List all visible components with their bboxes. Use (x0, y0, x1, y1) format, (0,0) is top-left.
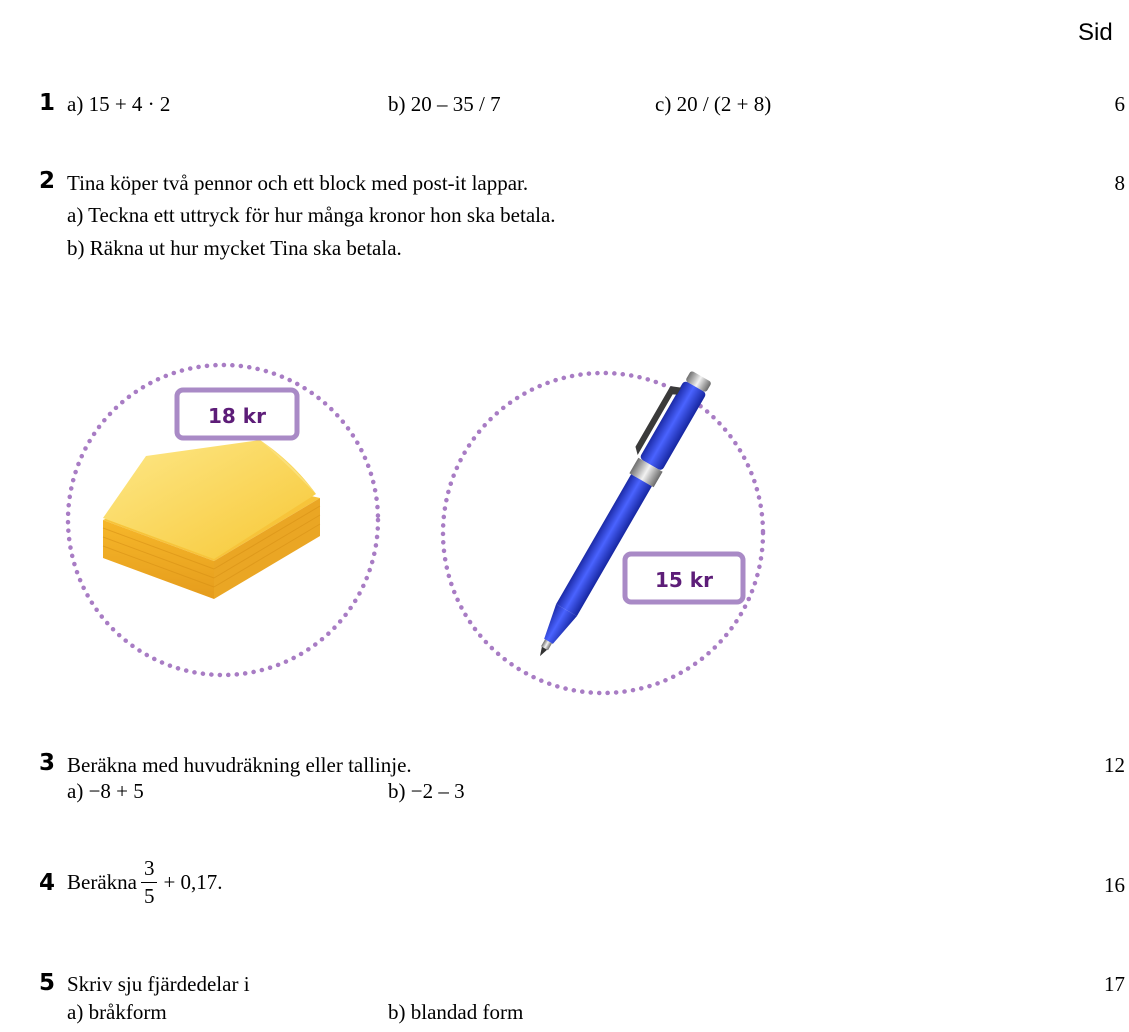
task-5-part-a: a) bråkform (67, 1000, 167, 1024)
task-number: 5 (39, 970, 56, 996)
task-4-expression: Beräkna 3 5 + 0,17. (67, 852, 223, 912)
dotted-circle-right (440, 370, 766, 696)
task-1-part-a: a) 15 + 4 · 2 (67, 92, 171, 116)
task-3-text: Beräkna med huvudräkning eller tallinje. (67, 753, 412, 777)
price-text-pen: 15 kr (655, 568, 713, 592)
task-3-part-a: a) −8 + 5 (67, 779, 144, 803)
sticky-note-block-icon (102, 440, 321, 599)
task-number: 2 (39, 168, 56, 194)
task-3-part-b: b) −2 – 3 (388, 779, 465, 803)
task-number: 3 (39, 750, 56, 776)
price-text-block: 18 kr (208, 404, 266, 428)
task-1-part-c: c) 20 / (2 + 8) (655, 92, 772, 116)
task-page-ref: 8 (1114, 171, 1126, 195)
task-5-part-b: b) blandad form (388, 1000, 524, 1024)
task-4-text-after: + 0,17. (163, 869, 223, 894)
task-number: 4 (39, 870, 56, 896)
task-page-ref: 17 (1104, 972, 1125, 996)
task-page-ref: 12 (1104, 753, 1125, 777)
task-page-ref: 6 (1114, 92, 1126, 116)
page-label-sid: Sid (1078, 19, 1113, 46)
fraction-denominator: 5 (143, 883, 155, 908)
dotted-circle-left (65, 362, 381, 678)
task-page-ref: 16 (1104, 873, 1125, 897)
task-4-text-before: Beräkna (67, 869, 137, 894)
price-label-block (174, 387, 300, 441)
task-2-text: Tina köper två pennor och ett block med … (67, 171, 529, 195)
task-2-part-b: b) Räkna ut hur mycket Tina ska betala. (67, 236, 402, 260)
task-1-part-b: b) 20 – 35 / 7 (388, 92, 501, 116)
task-2-part-a: a) Teckna ett uttryck för hur många kron… (67, 203, 556, 227)
fraction-numerator: 3 (140, 857, 158, 883)
price-label-pen (622, 551, 746, 605)
task-5-text: Skriv sju fjärdedelar i (67, 972, 250, 996)
pen-icon (540, 371, 711, 657)
task-number: 1 (39, 90, 56, 116)
fraction: 3 5 (140, 857, 158, 908)
